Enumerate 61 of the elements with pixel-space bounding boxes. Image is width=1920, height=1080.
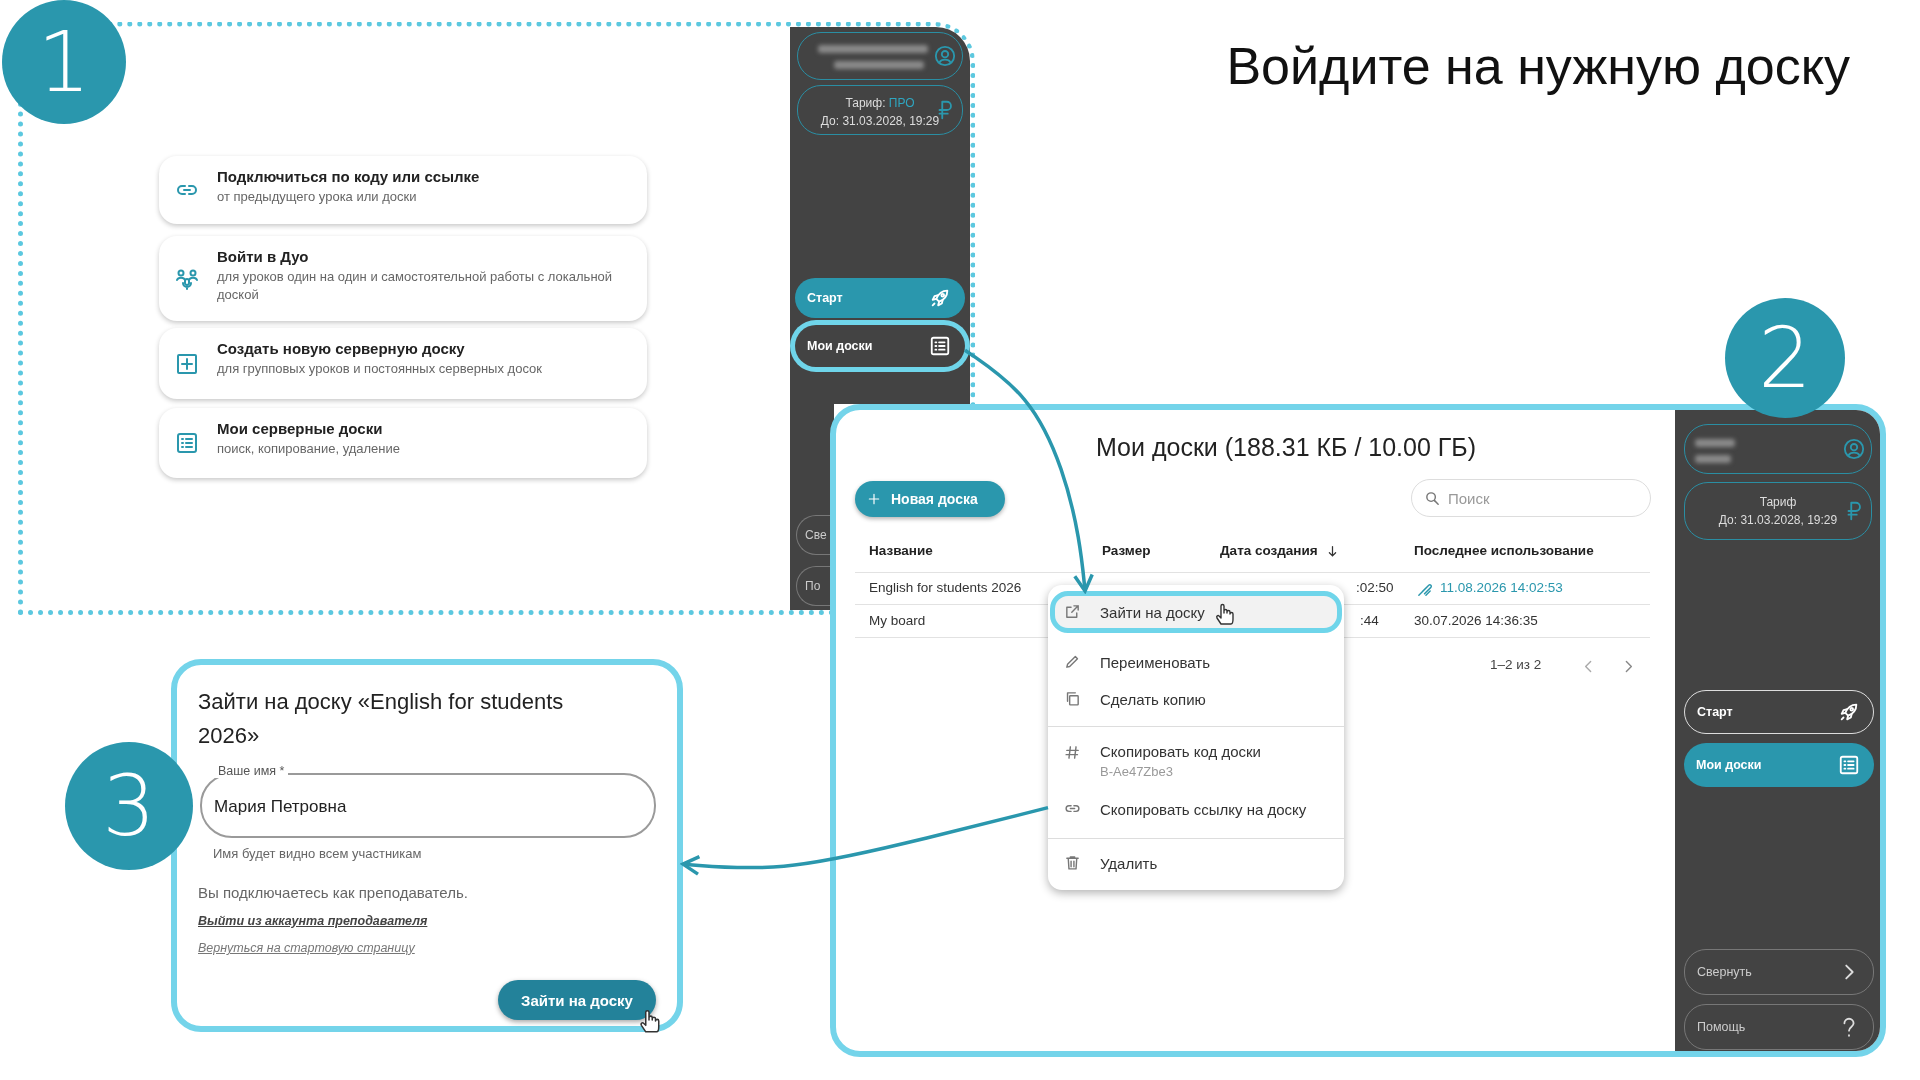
option-card <box>159 236 647 321</box>
logout-link: Выйти из аккаунта преподавателя <box>198 914 428 928</box>
page-title: Войдите на нужную доску <box>1225 36 1850 96</box>
sidebar <box>1675 410 1880 1051</box>
plan-name: ПРО <box>888 96 915 110</box>
table-header: Название <box>869 543 933 558</box>
option-description: для уроков один на один и самостоятельной работы с локальной доской <box>217 268 614 304</box>
table-header: Размер <box>1102 543 1151 558</box>
table-cell: :02:50 <box>1356 580 1394 595</box>
context-menu <box>1048 585 1344 890</box>
user-profile-box <box>1684 424 1872 474</box>
table-cell: :44 <box>1360 613 1379 628</box>
name-input-field: Ваше имя * Мария Петровна <box>200 764 656 838</box>
option-description: поиск, копирование, удаление <box>217 440 402 458</box>
table-cell: 11.08.2026 14:02:53 <box>1440 580 1563 595</box>
panel-title: Мои доски (188.31 КБ / 10.00 ГБ) <box>1096 433 1477 461</box>
sidebar <box>790 27 970 404</box>
option-title: Мои серверные доски <box>217 420 384 437</box>
new-board-button: Новая доска <box>855 481 1005 517</box>
plan-label: Тариф: <box>845 96 886 110</box>
step-number: 2 <box>1758 316 1812 400</box>
dialog-title: Зайти на доску «English for students 2026» <box>198 689 564 749</box>
menu-item: Зайти на доску <box>1050 591 1342 633</box>
plan-expiry: До: 31.03.2028, 19:29 <box>1717 513 1839 527</box>
menu-item: Скопировать код доски B-Ae47Zbe3 <box>1050 734 1342 788</box>
nav-button: Старт <box>795 278 965 318</box>
option-card <box>159 328 647 399</box>
menu-item: Удалить <box>1050 846 1342 880</box>
option-card <box>159 156 647 224</box>
pagination-text: 1–2 из 2 <box>1490 657 1542 672</box>
option-description: для групповых уроков и постоянных серверных досок <box>217 360 543 378</box>
option-title: Подключиться по коду или ссылке <box>217 168 481 185</box>
table-cell: My board <box>869 613 926 628</box>
home-link: Вернуться на стартовую страницу <box>198 941 415 955</box>
plan-info-box <box>1684 482 1872 540</box>
boards-panel <box>830 404 1886 1057</box>
helper-text: Имя будет видно всем участникам <box>213 846 422 861</box>
option-card <box>159 408 647 478</box>
table-cell: 30.07.2026 14:36:35 <box>1414 613 1538 628</box>
step-number: 1 <box>37 20 91 104</box>
nav-button: Свернуть <box>1684 949 1874 995</box>
step-number: 3 <box>102 764 156 848</box>
menu-item: Скопировать ссылку на доску <box>1050 792 1342 826</box>
curved-arrow <box>964 348 1094 593</box>
plan-info-box <box>797 85 963 135</box>
dialog-panel <box>171 659 683 1032</box>
menu-item: Переименовать <box>1050 645 1342 679</box>
menu-item: Сделать копию <box>1050 682 1342 716</box>
plan-expiry: До: 31.03.2028, 19:29 <box>819 114 941 128</box>
curved-arrow <box>681 805 1049 876</box>
info-text: Вы подключаетесь как преподаватель. <box>198 884 468 901</box>
option-title: Войти в Дуо <box>217 248 310 265</box>
table-header: Дата создания <box>1220 543 1318 558</box>
table-cell: English for students 2026 <box>869 580 1022 595</box>
nav-button: Помощь <box>1684 1004 1874 1050</box>
plan-label: Тариф <box>1758 495 1798 509</box>
option-description: от предыдущего урока или доски <box>217 188 418 206</box>
enter-board-button: Зайти на доску <box>498 980 656 1020</box>
option-title: Создать новую серверную доску <box>217 340 466 357</box>
nav-button: Мои доски <box>1684 743 1874 787</box>
table-header: Последнее использование <box>1414 543 1594 558</box>
